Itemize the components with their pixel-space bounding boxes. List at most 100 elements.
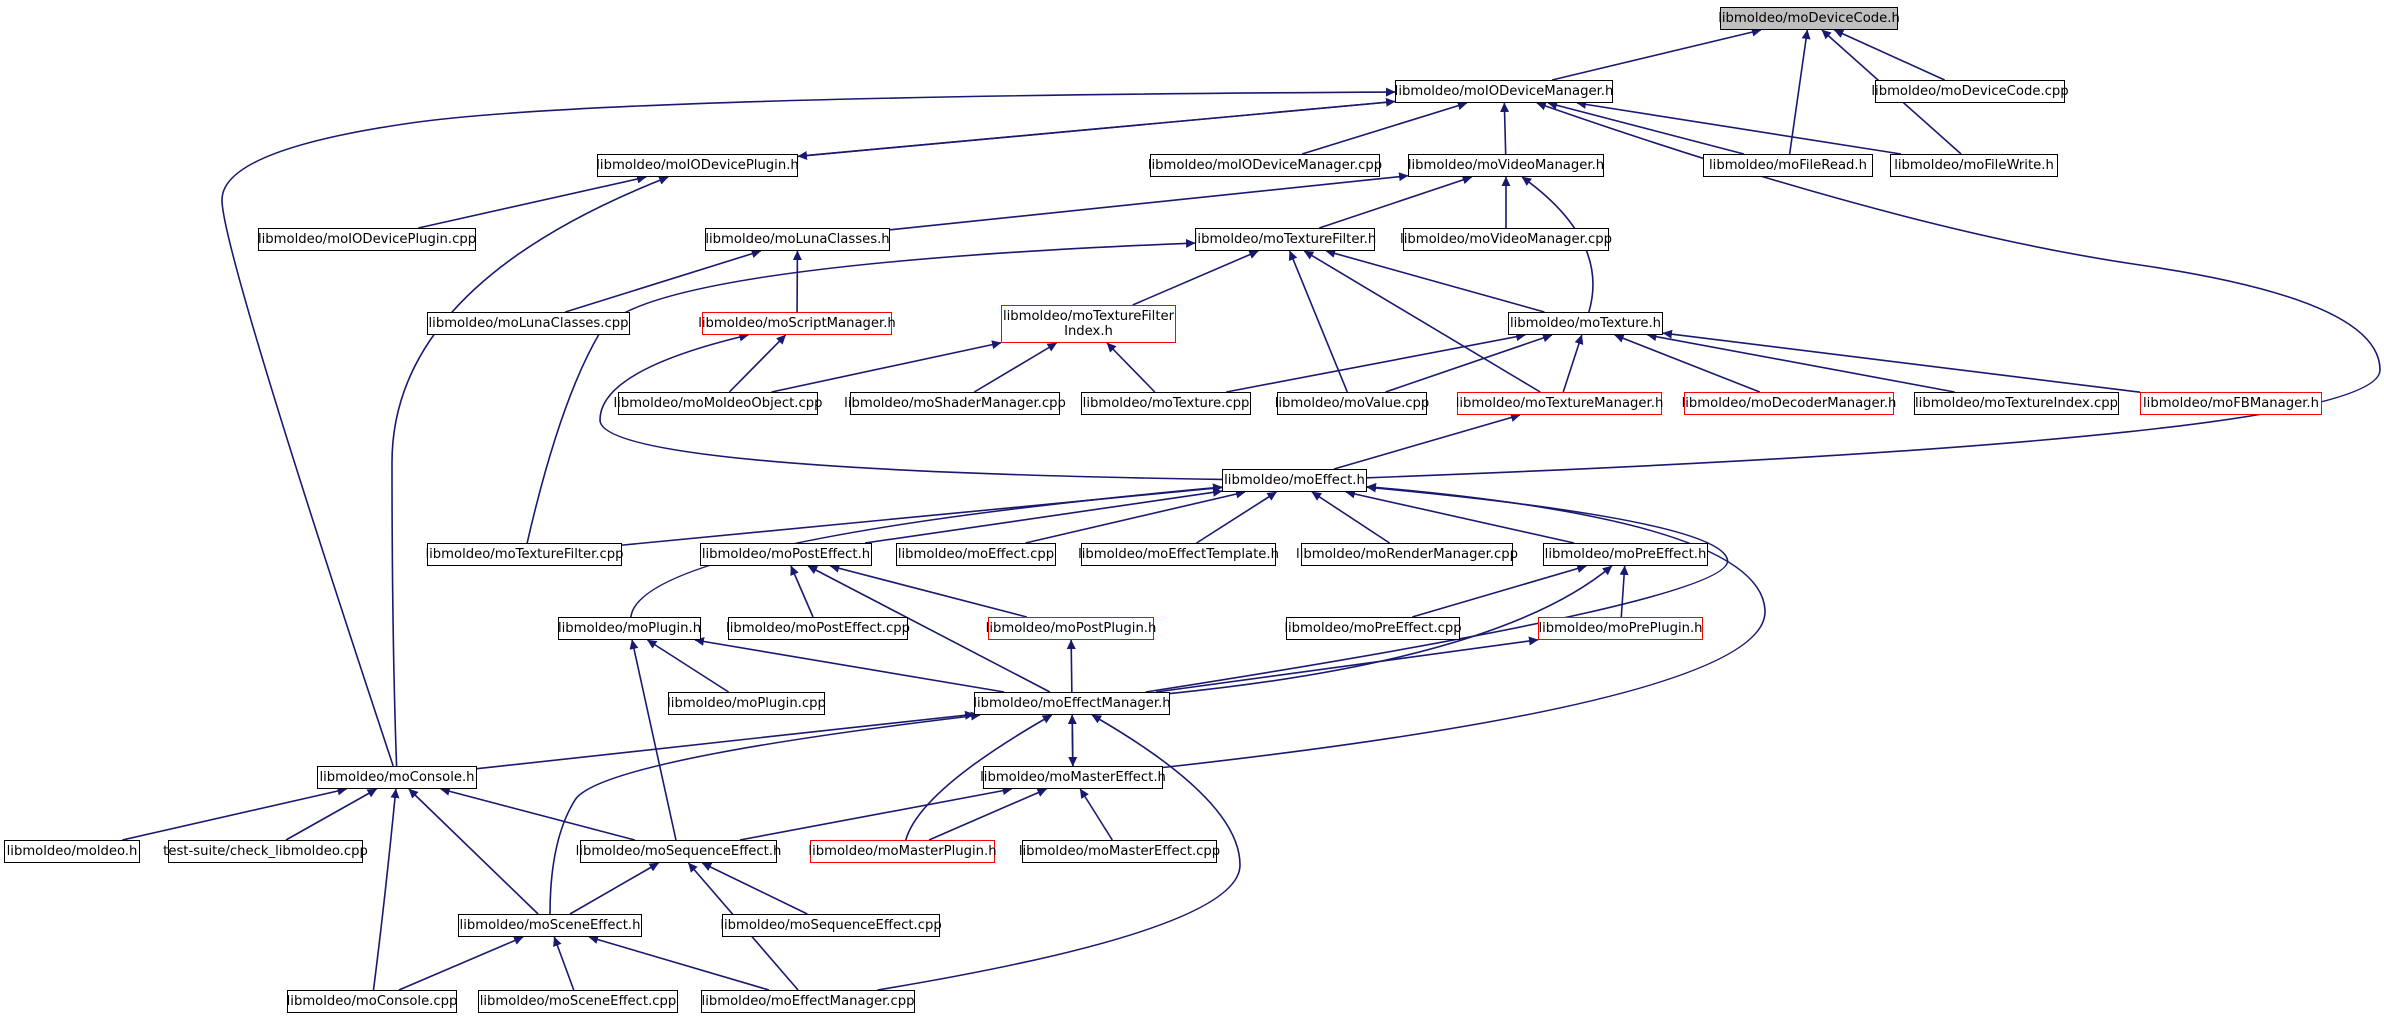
edge-moConsole_cpp-to-moSceneEffect_h [398,936,524,991]
node-momasterplugin-h[interactable]: libmoldeo/moMasterPlugin.h [808,840,997,863]
edge-moMasterPlugin_h-to-moMasterEffect_h [928,788,1047,841]
edge-moFBManager_h-to-moTexture_h [1662,329,2141,394]
node-moeffecttemplate-h[interactable]: libmoldeo/moEffectTemplate.h [1078,543,1279,566]
node-mopreplugin-h[interactable]: libmoldeo/moPrePlugin.h [1538,617,1703,640]
node-label: libmoldeo/moPostEffect.h [701,547,871,562]
node-label: libmoldeo/moMasterEffect.h [980,770,1166,785]
node-movideomanager-cpp[interactable]: libmoldeo/moVideoManager.cpp [1400,228,1612,251]
node-mofilewrite-h[interactable]: libmoldeo/moFileWrite.h [1890,154,2058,177]
edge-moSceneEffect_h-to-moConsole_h [408,788,539,915]
node-label: libmoldeo/moIODeviceManager.cpp [1147,158,1383,173]
edge-moMasterEffect_cpp-to-moMasterEffect_h [1079,788,1113,841]
node-label: libmoldeo/moPrePlugin.h [1538,621,1703,636]
node-label-line: libmoldeo/moTextureFilter [1002,309,1175,324]
node-momastereffect-h[interactable]: libmoldeo/moMasterEffect.h [980,766,1166,789]
edge-moEffectManager_cpp-to-moEffectManager_h [877,714,1241,991]
edge-moTextureManager_h-to-moTextureFilter_h [1303,250,1541,393]
node-label: libmoldeo/moPlugin.h [557,621,702,636]
node-mofileread-h[interactable]: libmoldeo/moFileRead.h [1703,154,1873,177]
node-mofbmanager-h[interactable]: libmoldeo/moFBManager.h [2140,392,2322,415]
node-movalue-cpp[interactable]: libmoldeo/moValue.cpp [1274,392,1430,415]
edge-moTextureFilterIndex_h-to-moTextureFilter_h [1132,250,1259,306]
node-momoldeoobject-cpp[interactable]: libmoldeo/moMoldeoObject.cpp [614,392,823,415]
node-label: libmoldeo/moSceneEffect.h [459,918,641,933]
node-molunaclasses-cpp[interactable]: libmoldeo/moLunaClasses.cpp [427,312,630,335]
node-moplugin-h[interactable]: libmoldeo/moPlugin.h [558,617,701,640]
node-moeffect-h[interactable]: libmoldeo/moEffect.h [1222,469,1367,492]
node-label: libmoldeo/moSceneEffect.cpp [479,994,677,1009]
node-label: test-suite/check_libmoldeo.cpp [163,844,368,859]
node-modevicecode-cpp[interactable]: libmoldeo/moDeviceCode.cpp [1871,80,2069,103]
node-label: libmoldeo/moIODevicePlugin.cpp [257,232,477,247]
node-moldeo-h[interactable]: libmoldeo/moldeo.h [4,840,140,863]
node-moeffectmanager-h[interactable]: libmoldeo/moEffectManager.h [973,692,1171,715]
node-moconsole-cpp[interactable]: libmoldeo/moConsole.cpp [287,990,457,1013]
node-check-libmoldeo-cpp[interactable]: test-suite/check_libmoldeo.cpp [163,840,368,863]
node-label: libmoldeo/moTextureFilter.h [1193,232,1377,247]
edge-moValue_cpp-to-moTextureFilter_h [1288,250,1349,393]
edge-moFileWrite_h-to-moIODeviceManager_h [1576,99,1902,155]
node-moscriptmanager-h[interactable]: libmoldeo/moScriptManager.h [698,312,896,335]
node-label: libmoldeo/moMoldeoObject.cpp [613,396,823,411]
node-label: libmoldeo/moVideoManager.cpp [1400,232,1612,247]
node-label: libmoldeo/moFileWrite.h [1894,158,2054,173]
node-moiodeviceplugin-h[interactable]: libmoldeo/moIODevicePlugin.h [596,154,799,177]
edge-moEffect_h-to-moScriptManager_h [599,332,1223,481]
node-modecodermanager-h[interactable]: libmoldeo/moDecoderManager.h [1682,392,1896,415]
edge-moPreEffect_h-to-moEffect_h [1345,489,1575,544]
node-moposteffect-h[interactable]: libmoldeo/moPostEffect.h [700,543,872,566]
node-mopostplugin-h[interactable]: libmoldeo/moPostPlugin.h [985,617,1157,640]
node-motexture-h[interactable]: libmoldeo/moTexture.h [1508,312,1663,335]
node-mosceneeffect-h[interactable]: libmoldeo/moSceneEffect.h [458,914,642,937]
node-label: libmoldeo/moSequenceEffect.h [575,844,782,859]
edge-moVideoManager_h-to-moIODeviceManager_h [1500,102,1510,155]
edge-moSceneEffect_h-to-moSequenceEffect_h [569,862,659,915]
node-mopreeffect-cpp[interactable]: libmoldeo/moPreEffect.cpp [1284,617,1462,640]
node-moiodevicemanager-h[interactable]: libmoldeo/moIODeviceManager.h [1395,80,1613,103]
node-movideomanager-h[interactable]: libmoldeo/moVideoManager.h [1408,154,1604,177]
node-molunaclasses-h[interactable]: libmoldeo/moLunaClasses.h [705,228,890,251]
edge-moPrePlugin_h-to-moPreEffect_h [1619,565,1629,618]
node-label: libmoldeo/moTextureManager.h [1455,396,1664,411]
node-label: libmoldeo/moTextureIndex.cpp [1915,396,2118,411]
edge-moSequenceEffect_h-to-moConsole_h [440,786,635,841]
node-label: libmoldeo/moEffectTemplate.h [1078,547,1279,562]
node-label: libmoldeo/moPostEffect.cpp [726,621,910,636]
node-label: libmoldeo/moLunaClasses.h [705,232,890,247]
edge-moMasterEffect_h-to-moEffect_h [1162,482,1766,769]
edge-moTextureManager_h-to-moTexture_h [1562,334,1584,393]
node-motexturemanager-h[interactable]: libmoldeo/moTextureManager.h [1455,392,1664,415]
node-motexturefilter-cpp[interactable]: libmoldeo/moTextureFilter.cpp [425,543,624,566]
edge-moEffectManager_h-to-moEffect_h [1145,483,1729,693]
node-label: libmoldeo/moEffect.cpp [897,547,1055,562]
node-mosceneeffect-cpp[interactable]: libmoldeo/moSceneEffect.cpp [478,990,678,1013]
node-label: libmoldeo/moPostPlugin.h [985,621,1157,636]
node-mosequenceeffect-h[interactable]: libmoldeo/moSequenceEffect.h [576,840,781,863]
node-label: libmoldeo/moScriptManager.h [698,316,896,331]
edge-moEffect_cpp-to-moEffect_h [1025,489,1246,544]
node-moposteffect-cpp[interactable]: libmoldeo/moPostEffect.cpp [726,617,910,640]
node-motextureindex-cpp[interactable]: libmoldeo/moTextureIndex.cpp [1914,392,2119,415]
node-label: libmoldeo/moLunaClasses.cpp [428,316,629,331]
node-moiodeviceplugin-cpp[interactable]: libmoldeo/moIODevicePlugin.cpp [258,228,476,251]
node-moshadermanager-cpp[interactable]: libmoldeo/moShaderManager.cpp [844,392,1066,415]
node-label: libmoldeo/moValue.cpp [1274,396,1430,411]
node-moeffectmanager-cpp[interactable]: libmoldeo/moEffectManager.cpp [701,990,915,1013]
node-mosequenceeffect-cpp[interactable]: libmoldeo/moSequenceEffect.cpp [720,914,942,937]
edge-moSceneEffect_h-to-moEffectManager_h [549,711,981,915]
node-moeffect-cpp[interactable]: libmoldeo/moEffect.cpp [896,543,1056,566]
node-label: libmoldeo/moIODevicePlugin.h [596,158,799,173]
node-motexture-cpp[interactable]: libmoldeo/moTexture.cpp [1081,392,1251,415]
node-motexturefilter-h[interactable]: libmoldeo/moTextureFilter.h [1193,228,1377,251]
edge-moTexture_cpp-to-moTextureFilterIndex_h [1106,342,1156,393]
node-morendermanager-cpp[interactable]: libmoldeo/moRenderManager.cpp [1296,543,1518,566]
node-momastereffect-cpp[interactable]: libmoldeo/moMasterEffect.cpp [1019,840,1220,863]
node-moconsole-h[interactable]: libmoldeo/moConsole.h [317,766,477,789]
node-moiodevicemanager-cpp[interactable]: libmoldeo/moIODeviceManager.cpp [1147,154,1383,177]
edge-moRenderManager_cpp-to-moEffect_h [1311,491,1390,544]
node-label: libmoldeo/moEffectManager.cpp [701,994,915,1009]
node-moplugin-cpp[interactable]: libmoldeo/moPlugin.cpp [667,692,826,715]
node-mopreeffect-h[interactable]: libmoldeo/moPreEffect.h [1543,543,1708,566]
node-label: libmoldeo/moIODeviceManager.h [1394,84,1614,99]
